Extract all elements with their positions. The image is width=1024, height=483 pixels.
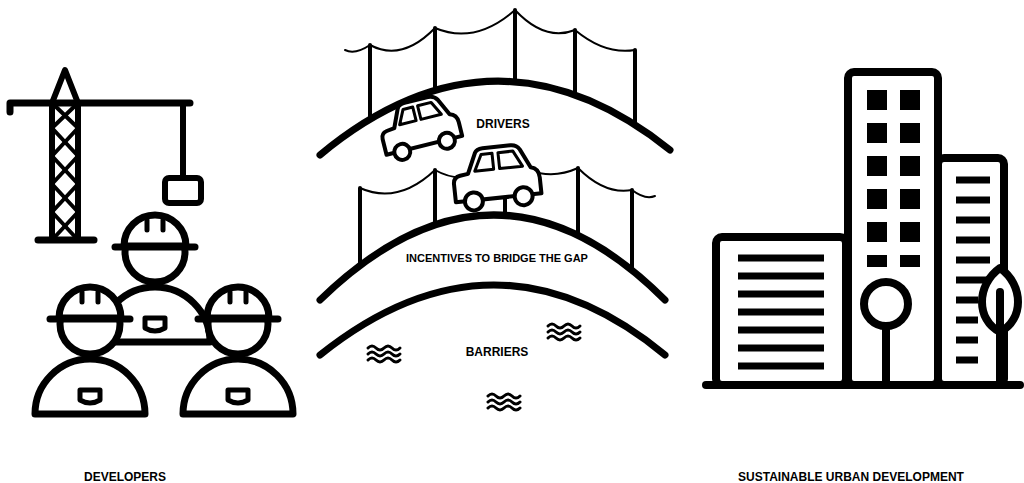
bridge-band: DRIVERS xyxy=(448,115,558,133)
worker-icon xyxy=(82,292,98,302)
building-icon xyxy=(706,72,1020,385)
worker-icon xyxy=(183,287,293,414)
building-icon xyxy=(900,222,920,242)
building-icon xyxy=(738,258,824,366)
crane-icon xyxy=(165,178,201,203)
crane-icon xyxy=(10,70,201,240)
crane-icon xyxy=(52,70,78,240)
actor-label: DEVELOPERS xyxy=(40,468,210,483)
crane-icon xyxy=(38,237,94,244)
crane-icon xyxy=(52,103,78,240)
car-icon xyxy=(396,101,441,125)
worker-icon xyxy=(35,359,145,414)
building-icon xyxy=(996,292,1004,385)
building-icon xyxy=(864,282,908,326)
water-waves xyxy=(548,324,580,340)
building-icon xyxy=(867,156,887,176)
worker-icon xyxy=(147,220,163,230)
building-icon xyxy=(900,189,920,209)
building-icon xyxy=(956,180,990,360)
building-icon xyxy=(900,123,920,143)
worker-icon xyxy=(198,316,278,323)
water-waves xyxy=(488,394,520,410)
worker-icon xyxy=(115,244,195,251)
worker-icon xyxy=(59,287,121,318)
crane-icon xyxy=(180,103,186,178)
goal-label: SUSTAINABLE URBAN DEVELOPMENT xyxy=(701,468,1001,483)
power-pole xyxy=(345,45,370,52)
worker-icon xyxy=(80,390,100,403)
building-icon xyxy=(867,90,887,110)
car-icon xyxy=(393,142,412,161)
bridge-arch xyxy=(320,81,670,355)
node-label: DRIVERS xyxy=(448,115,558,133)
building-icon xyxy=(867,255,887,267)
power-pole xyxy=(370,10,635,51)
power-pole xyxy=(370,10,635,125)
node-label: SUSTAINABLE URBAN DEVELOPMENT xyxy=(701,468,1001,483)
worker-icon xyxy=(230,292,246,302)
node-label: INCENTIVES TO BRIDGE THE GAP xyxy=(367,249,627,267)
bridge-band: INCENTIVES TO BRIDGE THE GAP xyxy=(367,249,627,267)
building-icon xyxy=(867,90,920,267)
water-waves xyxy=(368,346,400,362)
worker-icon xyxy=(35,287,145,414)
water-waves xyxy=(488,394,520,410)
building-icon xyxy=(867,222,887,242)
bridge-band: BARRIERS xyxy=(442,343,552,361)
car-icon xyxy=(473,150,522,171)
car-icon xyxy=(375,91,464,163)
car-icon xyxy=(464,192,484,212)
worker-icon xyxy=(50,316,130,323)
water-waves xyxy=(548,324,580,340)
car-icon xyxy=(375,91,462,155)
crane-icon xyxy=(10,103,190,112)
building-icon xyxy=(848,72,938,385)
building-icon xyxy=(706,381,1020,389)
building-icon xyxy=(900,255,920,267)
worker-icon xyxy=(207,287,269,318)
worker-icon xyxy=(183,359,293,414)
building-icon xyxy=(716,237,846,385)
car-icon xyxy=(437,131,456,150)
water-waves xyxy=(368,346,400,362)
worker-icon xyxy=(228,390,248,403)
car-icon xyxy=(451,143,543,213)
power-pole xyxy=(345,10,635,125)
car-icon xyxy=(514,186,534,206)
node-label: BARRIERS xyxy=(442,343,552,361)
worker-icon xyxy=(124,215,186,246)
building-icon xyxy=(882,326,890,385)
building-icon xyxy=(900,156,920,176)
crane-icon xyxy=(52,103,78,240)
building-icon xyxy=(867,123,887,143)
building-icon xyxy=(900,90,920,110)
building-icon xyxy=(867,189,887,209)
worker-icon xyxy=(145,318,165,331)
bridge-arch xyxy=(320,81,670,155)
node-label: DEVELOPERS xyxy=(40,468,210,483)
